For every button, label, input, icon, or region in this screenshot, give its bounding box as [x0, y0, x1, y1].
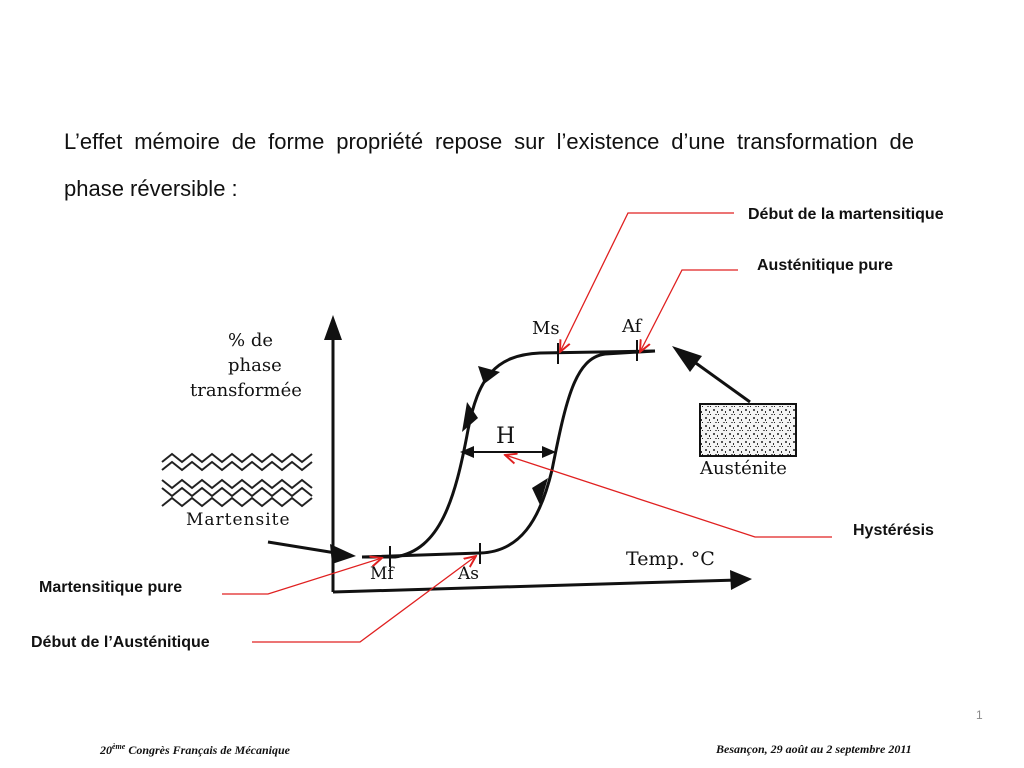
h-arrow-right: [542, 446, 556, 458]
hysteresis-mark: H: [496, 424, 516, 449]
ylabel-line3: transformée: [190, 380, 302, 401]
martensite-arrow-line: [267, 540, 343, 556]
label-hysteresis: Hystérésis: [853, 522, 934, 539]
footer-left: 20ème Congrès Français de Mécanique: [100, 742, 290, 758]
intro-text: L’effet mémoire de forme propriété repos…: [64, 129, 914, 201]
x-axis-arrowhead: [730, 570, 752, 590]
mark-ms: Ms: [532, 318, 560, 339]
label-martensitique-pure: Martensitique pure: [39, 579, 183, 596]
callout-debut-austenitique: [252, 556, 476, 643]
martensite-label: Martensite: [186, 510, 291, 530]
page-number: 1: [976, 708, 983, 722]
austenite-arrow-line: [685, 354, 751, 404]
austenite-sample: [699, 403, 797, 457]
h-arrow-left: [460, 446, 474, 458]
hysteresis-loop: [361, 340, 656, 567]
ylabel-line1: % de: [228, 330, 273, 351]
mark-as: As: [458, 564, 480, 584]
austenite-label: Austénite: [700, 458, 787, 479]
footer-left-text: Congrès Français de Mécanique: [125, 743, 291, 757]
mark-mf: Mf: [370, 564, 394, 584]
callout-lines: [222, 212, 832, 643]
footer-right: Besançon, 29 août au 2 septembre 2011: [716, 742, 912, 756]
footer-left-superscript: ème: [112, 742, 126, 751]
xlabel: Temp. °C: [626, 548, 715, 570]
y-axis-arrowhead: [324, 315, 342, 340]
austenite-arrowhead: [672, 346, 702, 372]
mark-af: Af: [622, 316, 642, 337]
heating-curve: [361, 349, 656, 559]
martensite-pattern: [161, 452, 313, 508]
curve-arrow-right: [532, 478, 548, 505]
curve-arrow-top: [478, 366, 500, 384]
callout-austenitique-pure: [640, 269, 738, 352]
footer-left-number: 20: [100, 743, 112, 757]
cooling-curve: [362, 349, 656, 559]
curve-arrow-left: [462, 402, 478, 432]
label-austenitique-pure: Austénitique pure: [757, 257, 894, 274]
callout-martensitique-pure: [222, 558, 382, 595]
martensite-arrowhead: [330, 544, 356, 564]
callout-debut-martensitique: [560, 212, 734, 352]
label-debut-austenitique: Début de l’Austénitique: [31, 634, 210, 651]
x-axis: [332, 578, 739, 594]
ylabel-line2: phase: [228, 355, 282, 376]
label-debut-martensitique: Début de la martensitique: [748, 206, 944, 223]
callout-hysteresis: [505, 455, 832, 538]
